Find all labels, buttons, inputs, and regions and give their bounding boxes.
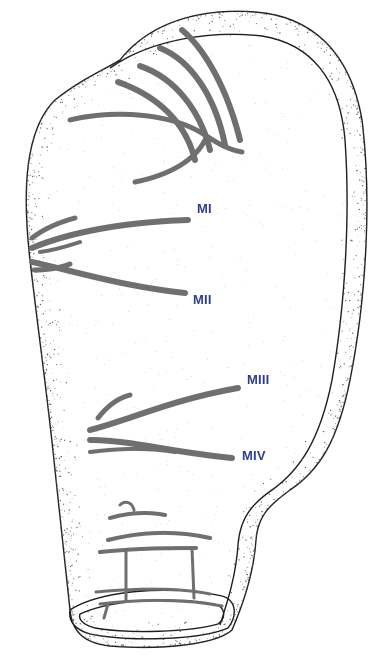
label-miii: MIII <box>247 373 269 386</box>
frame-band <box>100 600 222 606</box>
frame-band <box>100 548 196 552</box>
label-mii: MII <box>193 293 212 306</box>
label-mi: MI <box>197 202 212 215</box>
muscle-miii-bands <box>90 388 238 430</box>
frame-hook <box>120 502 134 510</box>
label-miv: MIV <box>242 449 266 462</box>
posterior-muscle-frame <box>96 502 222 618</box>
apical-muscle-band <box>182 30 240 140</box>
muscle-mii-bands <box>32 262 185 293</box>
frame-band <box>110 513 165 518</box>
muscle-miv-branch <box>90 449 175 452</box>
frame-band <box>108 533 210 540</box>
apical-muscle-group <box>70 30 242 182</box>
muscle-miii-branch <box>98 395 130 418</box>
inner-body-fold <box>110 34 347 625</box>
muscle-miv-bands <box>90 440 232 458</box>
outer-body-outline <box>26 11 367 647</box>
body-silhouette <box>26 11 367 647</box>
muscle-miii <box>90 388 238 430</box>
muscle-mi-bands <box>32 218 188 252</box>
